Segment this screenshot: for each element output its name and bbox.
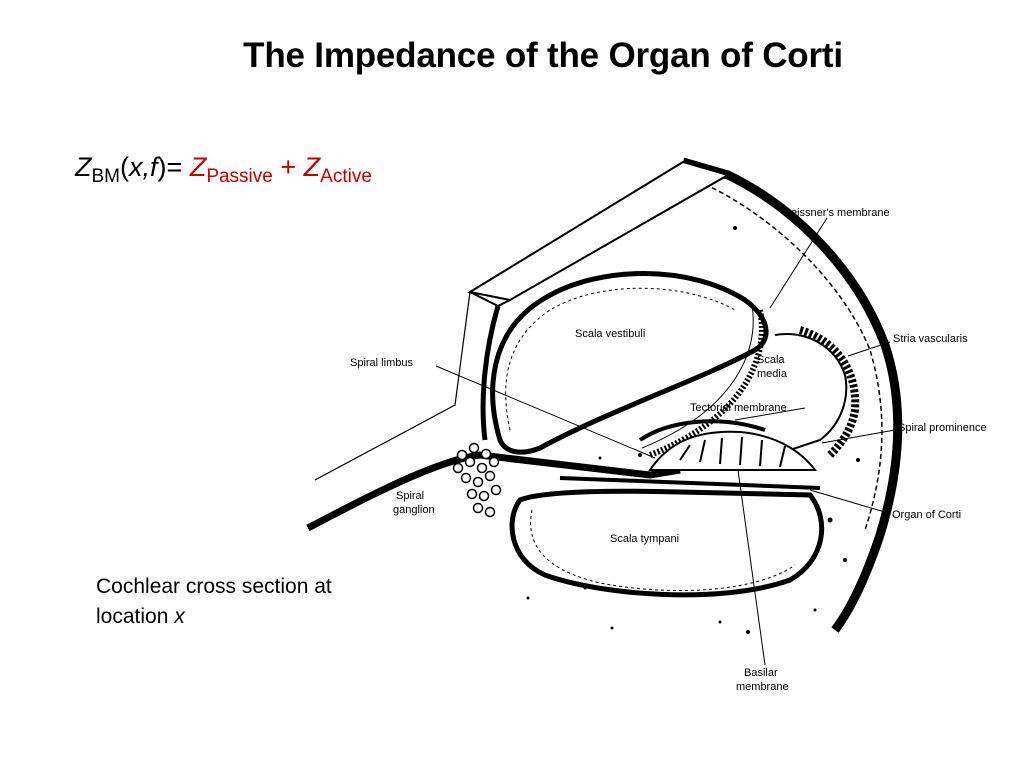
organ-of-corti-tissue bbox=[648, 430, 818, 471]
label-basilar-membrane-line2: membrane bbox=[736, 681, 789, 693]
equation-lhs-symbol: Z bbox=[75, 152, 92, 182]
equation-close-paren: ) bbox=[157, 152, 167, 182]
spiral-ganglion-cells bbox=[452, 442, 502, 518]
organ-of-corti-cells bbox=[679, 436, 786, 468]
basilar-membrane-line bbox=[559, 476, 821, 490]
impedance-equation: ZBM(x,f)= ZPassive + ZActive bbox=[75, 152, 372, 192]
label-spiral-limbus: Spiral limbus bbox=[350, 357, 413, 369]
label-scala-media-line1: Scala bbox=[757, 354, 785, 366]
caption-line-1: Cochlear cross section at bbox=[96, 575, 332, 598]
label-basilar-membrane-line1: Basilar bbox=[744, 667, 778, 679]
diagram-caption: Cochlear cross section at location x bbox=[96, 572, 416, 632]
top-bone-plate bbox=[467, 160, 731, 302]
equation-args: x,f bbox=[129, 152, 158, 182]
label-leader-lines bbox=[435, 217, 896, 666]
label-stria-vascularis: Stria vascularis bbox=[893, 333, 968, 345]
equation-term2-subscript: Active bbox=[320, 166, 372, 187]
modiolus-line bbox=[314, 291, 471, 481]
equation-open-paren: ( bbox=[120, 152, 129, 182]
equation-term1-symbol: Z bbox=[189, 152, 207, 182]
tectorial-membrane-shape bbox=[638, 419, 766, 442]
scala-vestibuli-lining bbox=[505, 287, 736, 431]
scala-media-outline bbox=[759, 333, 848, 461]
outer-bony-wall bbox=[681, 157, 903, 633]
label-tectorial-membrane: Tectorial membrane bbox=[690, 402, 787, 414]
scala-vestibuli-outline bbox=[490, 271, 769, 455]
label-spiral-ganglion-line2: ganglion bbox=[393, 504, 435, 516]
scala-tympani-lining bbox=[530, 509, 796, 592]
reissners-membrane-tissue bbox=[648, 309, 765, 458]
equation-term1-subscript: Passive bbox=[206, 166, 273, 187]
equation-lhs-subscript: BM bbox=[91, 166, 121, 187]
caption-line-2-prefix: location bbox=[96, 605, 175, 628]
label-scala-tympani: Scala tympani bbox=[610, 533, 679, 545]
label-spiral-ganglion-line1: Spiral bbox=[396, 490, 424, 502]
caption-variable: x bbox=[174, 605, 185, 628]
equation-equals: = bbox=[166, 152, 183, 182]
slide-title: The Impedance of the Organ of Corti bbox=[243, 36, 843, 75]
cochlea-cross-section-diagram: Reissner's membrane Scala vestibuli Stri… bbox=[306, 157, 987, 693]
spiral-lamina bbox=[306, 451, 681, 532]
equation-plus: + bbox=[280, 152, 297, 182]
modiolus-inner-line bbox=[480, 305, 501, 441]
equation-term2-symbol: Z bbox=[303, 152, 321, 182]
caption-line-2: location x bbox=[96, 602, 416, 632]
label-organ-of-corti: Organ of Corti bbox=[892, 509, 961, 521]
label-spiral-prominence: Spiral prominence bbox=[898, 422, 987, 434]
stria-vascularis-tissue bbox=[798, 326, 860, 458]
reissners-membrane-edge bbox=[641, 304, 754, 449]
tissue-speckles bbox=[526, 226, 860, 634]
label-scala-vestibuli: Scala vestibuli bbox=[575, 328, 645, 340]
label-scala-media-line2: media bbox=[757, 368, 788, 380]
label-reissners-membrane: Reissner's membrane bbox=[783, 207, 890, 219]
